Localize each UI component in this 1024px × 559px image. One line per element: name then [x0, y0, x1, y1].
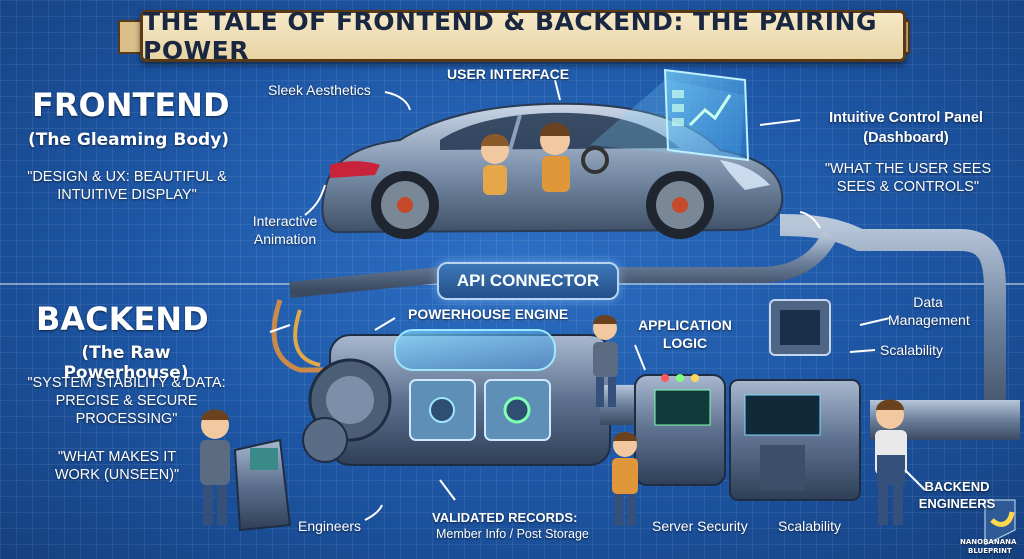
label-scalability-bottom: Scalability	[778, 518, 842, 534]
powerhouse-engine	[302, 329, 640, 466]
api-connector: API CONNECTOR	[437, 262, 619, 300]
backend-subheading: (The Raw Powerhouse)	[63, 343, 189, 383]
label-what-user-sees: "WHAT THE USER SEES SEES & CONTROLS"	[824, 161, 992, 195]
server-cabinet	[729, 299, 861, 501]
application-logic-unit	[634, 374, 726, 486]
pipe-network	[250, 214, 1020, 440]
label-sleek-aesthetics: Sleek Aesthetics	[268, 82, 371, 98]
annotation-arrows	[269, 79, 926, 521]
label-engineers: Engineers	[298, 518, 362, 534]
label-powerhouse-engine: POWERHOUSE ENGINE	[408, 306, 569, 322]
engineer-top	[593, 315, 618, 407]
label-user-interface: USER INTERFACE	[447, 66, 570, 82]
label-control-panel: Intuitive Control Panel (Dashboard)	[829, 110, 983, 146]
watermark-banana-icon	[984, 499, 1016, 546]
watermark-line2: BLUEPRINT	[968, 547, 1012, 555]
backend-quote: "SYSTEM STABILITY & DATA: PRECISE & SECU…	[27, 375, 226, 427]
backend-quote-unseen: "WHAT MAKES IT WORK (UNSEEN)"	[54, 449, 180, 483]
label-interactive-animation: Interactive Animation	[252, 213, 318, 247]
label-data-management: Data Management	[888, 294, 970, 328]
hologram-dashboard	[590, 68, 750, 162]
label-validated-records: VALIDATED RECORDS:	[432, 510, 578, 525]
label-scalability-top: Scalability	[880, 342, 944, 358]
page-title: THE TALE OF FRONTEND & BACKEND: THE PAIR…	[143, 7, 877, 65]
label-server-security: Server Security	[652, 518, 748, 534]
label-application-logic: APPLICATION LOGIC	[638, 317, 732, 351]
frontend-heading: FRONTEND	[32, 86, 230, 124]
frontend-quote: "DESIGN & UX: BEAUTIFUL & INTUITIVE DISP…	[27, 169, 227, 203]
label-records-detail: Member Info / Post Storage	[436, 527, 589, 541]
backend-heading: BACKEND	[36, 300, 209, 338]
title-banner: THE TALE OF FRONTEND & BACKEND: THE PAIR…	[140, 7, 906, 65]
label-backend-engineers: BACKEND ENGINEERS	[918, 479, 996, 511]
frontend-subheading: (The Gleaming Body)	[27, 130, 230, 150]
api-connector-label: API CONNECTOR	[456, 271, 600, 290]
engineer-right	[875, 399, 907, 525]
watermark-line1: NANOBANANA	[960, 538, 1017, 546]
engineer-tablet	[612, 432, 638, 526]
engineer-left	[200, 409, 230, 525]
control-terminal	[233, 438, 292, 532]
